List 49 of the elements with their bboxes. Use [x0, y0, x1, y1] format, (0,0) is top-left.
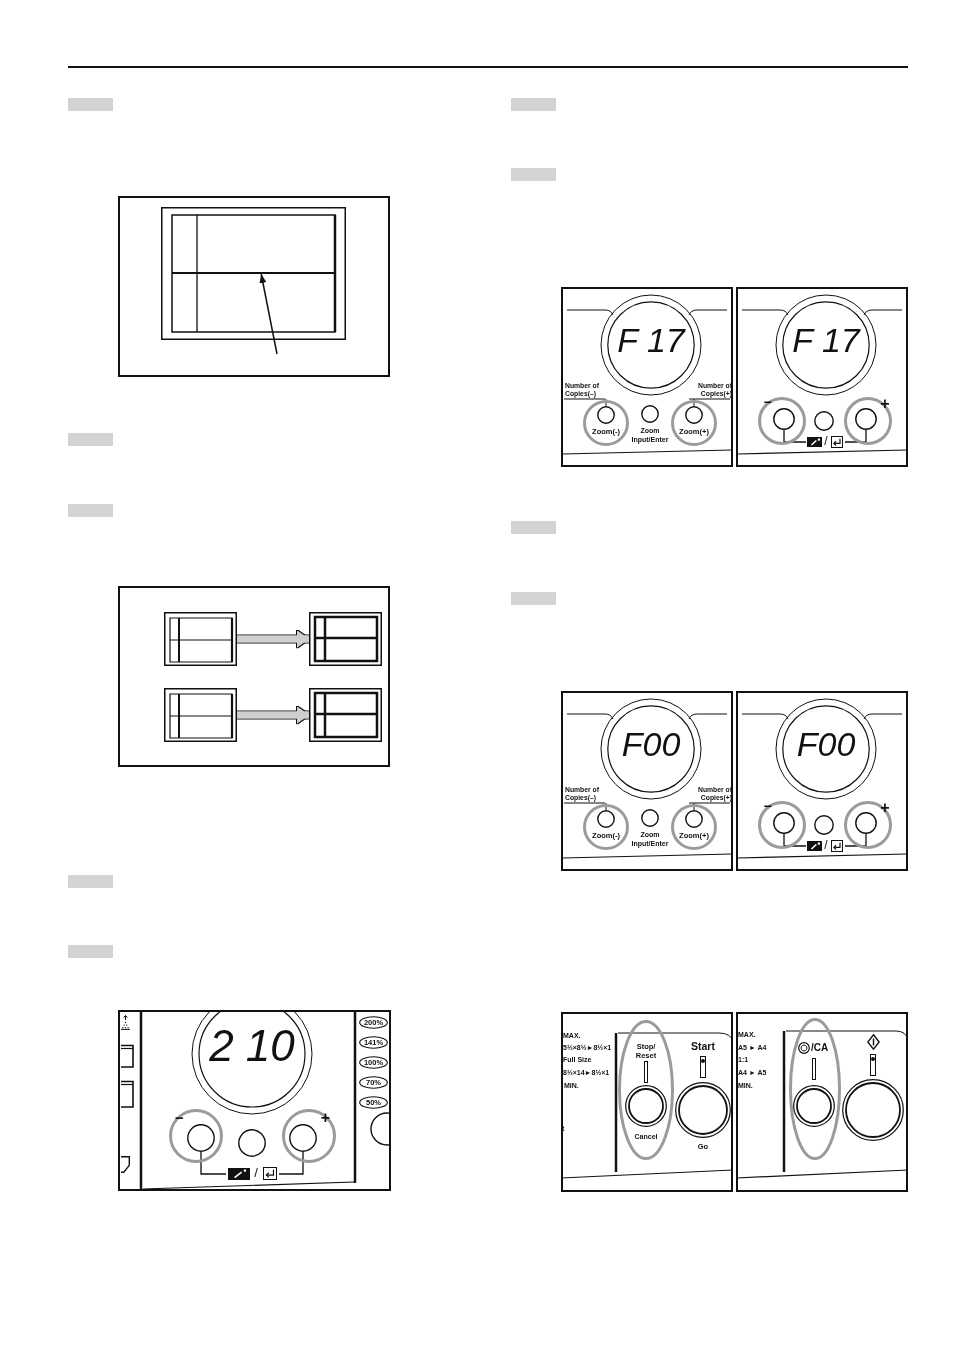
highlight-ring	[282, 1109, 336, 1163]
minus-sign: −	[762, 396, 773, 408]
highlight-ring	[583, 400, 629, 446]
divider-line	[172, 272, 335, 274]
separator-slash: /	[823, 435, 829, 448]
highlight-ring	[169, 1109, 223, 1163]
display-window	[607, 301, 695, 389]
display-window	[782, 301, 870, 389]
control-panel	[118, 1010, 391, 1191]
key-caption: Start	[690, 1040, 716, 1052]
control-panel	[561, 287, 733, 467]
highlight-ring	[618, 1020, 674, 1160]
page-outline	[164, 688, 237, 742]
plus-sign: +	[879, 800, 891, 815]
key-caption: /CA	[811, 1041, 830, 1054]
plus-sign: +	[319, 1110, 332, 1126]
highlight-ring	[789, 1018, 841, 1160]
plus-sign: +	[879, 396, 891, 411]
separator-slash: /	[253, 1166, 259, 1180]
highlight-ring	[583, 804, 629, 850]
highlight-ring	[758, 397, 806, 445]
highlight-ring	[758, 801, 806, 849]
control-panel	[561, 1012, 733, 1192]
highlight-ring	[844, 397, 892, 445]
control-panel	[736, 1012, 908, 1192]
highlight-ring	[671, 400, 717, 446]
display-readout: F 17	[616, 325, 687, 355]
page-outline	[309, 688, 382, 742]
display-window	[607, 705, 695, 793]
zoom-ratio-key	[359, 1096, 388, 1109]
page-outline	[161, 207, 346, 340]
minus-sign: −	[762, 800, 773, 812]
display-window	[782, 705, 870, 793]
control-panel	[736, 287, 908, 467]
leader-arrow	[259, 273, 278, 355]
display-readout: F00	[795, 729, 857, 759]
display-window	[198, 1010, 306, 1108]
page-outline	[309, 612, 382, 666]
control-panel	[561, 691, 733, 871]
display-readout: F 17	[791, 325, 862, 355]
display-readout: F00	[620, 729, 682, 759]
separator-slash: /	[823, 839, 829, 852]
display-readout: 2 10	[208, 1024, 296, 1068]
highlight-ring	[844, 801, 892, 849]
control-panel	[736, 691, 908, 871]
highlight-ring	[671, 804, 717, 850]
zoom-ratio-key	[359, 1076, 388, 1089]
minus-sign: −	[174, 1111, 185, 1125]
page-outline	[164, 612, 237, 666]
